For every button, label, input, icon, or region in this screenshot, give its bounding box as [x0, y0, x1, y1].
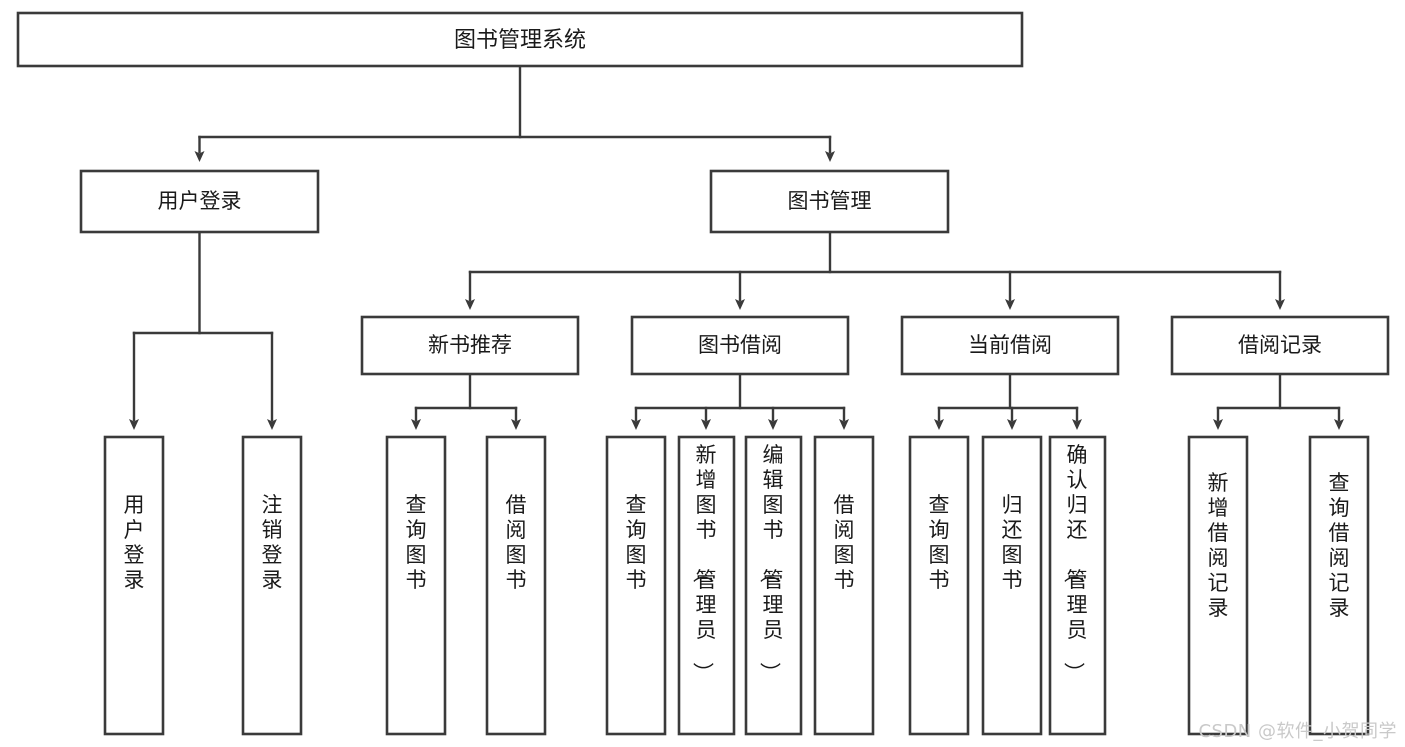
node-leaf-confirm-return-label: 确认归还（管理员）: [1062, 443, 1088, 683]
node-leaf-add-book-box[interactable]: [677, 435, 736, 736]
node-leaf-query-book-recommend-label: 查询图书: [406, 493, 427, 592]
node-leaf-borrow-book[interactable]: 借阅图书: [813, 435, 875, 736]
node-new-book-recommend-box[interactable]: [360, 315, 580, 376]
node-leaf-query-book-borrow[interactable]: 查询图书: [605, 435, 667, 736]
node-borrow-record-box[interactable]: [1170, 315, 1390, 376]
node-current-borrow-label: 当前借阅: [968, 333, 1052, 357]
node-leaf-query-book-borrow-box[interactable]: [605, 435, 667, 736]
node-borrow-record-label: 借阅记录: [1238, 333, 1322, 357]
node-book-borrow-label: 图书借阅: [698, 333, 782, 357]
connector-layer: [129, 64, 1344, 430]
node-leaf-query-book-current[interactable]: 查询图书: [908, 435, 970, 736]
node-root[interactable]: 图书管理系统: [16, 11, 1024, 68]
node-leaf-borrow-book-recommend-box[interactable]: [485, 435, 547, 736]
node-leaf-query-book-borrow-label: 查询图书: [626, 493, 647, 592]
node-root-box[interactable]: [16, 11, 1024, 68]
node-leaf-confirm-return[interactable]: 确认归还（管理员）: [1048, 435, 1107, 736]
node-leaf-return-book-label: 归还图书: [1002, 493, 1023, 592]
node-current-borrow-box[interactable]: [900, 315, 1120, 376]
node-leaf-return-book[interactable]: 归还图书: [981, 435, 1043, 736]
node-leaf-logout-box[interactable]: [241, 435, 303, 736]
node-leaf-confirm-return-box[interactable]: [1048, 435, 1107, 736]
node-leaf-borrow-book-box[interactable]: [813, 435, 875, 736]
node-leaf-user-login[interactable]: 用户登录: [103, 435, 165, 736]
node-leaf-query-book-current-box[interactable]: [908, 435, 970, 736]
node-leaf-query-record-box[interactable]: [1308, 435, 1370, 736]
node-leaf-logout[interactable]: 注销登录: [241, 435, 303, 736]
node-leaf-user-login-label: 用户登录: [124, 493, 145, 592]
node-book-manage[interactable]: 图书管理: [709, 169, 950, 234]
node-current-borrow[interactable]: 当前借阅: [900, 315, 1120, 376]
node-leaf-borrow-book-recommend[interactable]: 借阅图书: [485, 435, 547, 736]
node-leaf-edit-book-box[interactable]: [744, 435, 803, 736]
node-root-label: 图书管理系统: [454, 28, 586, 53]
node-leaf-edit-book-label: 编辑图书（管理员）: [758, 443, 784, 683]
node-leaf-user-login-box[interactable]: [103, 435, 165, 736]
node-leaf-logout-label: 注销登录: [262, 493, 283, 592]
node-user-login-label: 用户登录: [158, 189, 242, 213]
node-new-book-recommend-label: 新书推荐: [428, 333, 512, 357]
node-book-manage-box[interactable]: [709, 169, 950, 234]
node-leaf-add-record[interactable]: 新增借阅记录: [1187, 435, 1249, 736]
node-user-login[interactable]: 用户登录: [79, 169, 320, 234]
node-leaf-return-book-box[interactable]: [981, 435, 1043, 736]
node-book-borrow-box[interactable]: [630, 315, 850, 376]
node-leaf-add-book[interactable]: 新增图书（管理员）: [677, 435, 736, 736]
node-leaf-edit-book[interactable]: 编辑图书（管理员）: [744, 435, 803, 736]
node-book-manage-label: 图书管理: [788, 189, 872, 213]
node-leaf-query-book-current-label: 查询图书: [929, 493, 950, 592]
node-leaf-add-book-label: 新增图书（管理员）: [691, 443, 717, 683]
node-user-login-box[interactable]: [79, 169, 320, 234]
node-leaf-query-book-recommend[interactable]: 查询图书: [385, 435, 447, 736]
node-borrow-record[interactable]: 借阅记录: [1170, 315, 1390, 376]
node-leaf-add-record-box[interactable]: [1187, 435, 1249, 736]
node-leaf-borrow-book-recommend-label: 借阅图书: [506, 493, 527, 592]
node-leaf-query-book-recommend-box[interactable]: [385, 435, 447, 736]
node-leaf-query-record-label: 查询借阅记录: [1329, 471, 1350, 620]
node-book-borrow[interactable]: 图书借阅: [630, 315, 850, 376]
node-leaf-add-record-label: 新增借阅记录: [1208, 471, 1229, 620]
node-new-book-recommend[interactable]: 新书推荐: [360, 315, 580, 376]
csdn-watermark: CSDN @软件_小贺同学: [1198, 721, 1397, 742]
node-leaf-borrow-book-label: 借阅图书: [834, 493, 855, 592]
node-leaf-query-record[interactable]: 查询借阅记录: [1308, 435, 1370, 736]
